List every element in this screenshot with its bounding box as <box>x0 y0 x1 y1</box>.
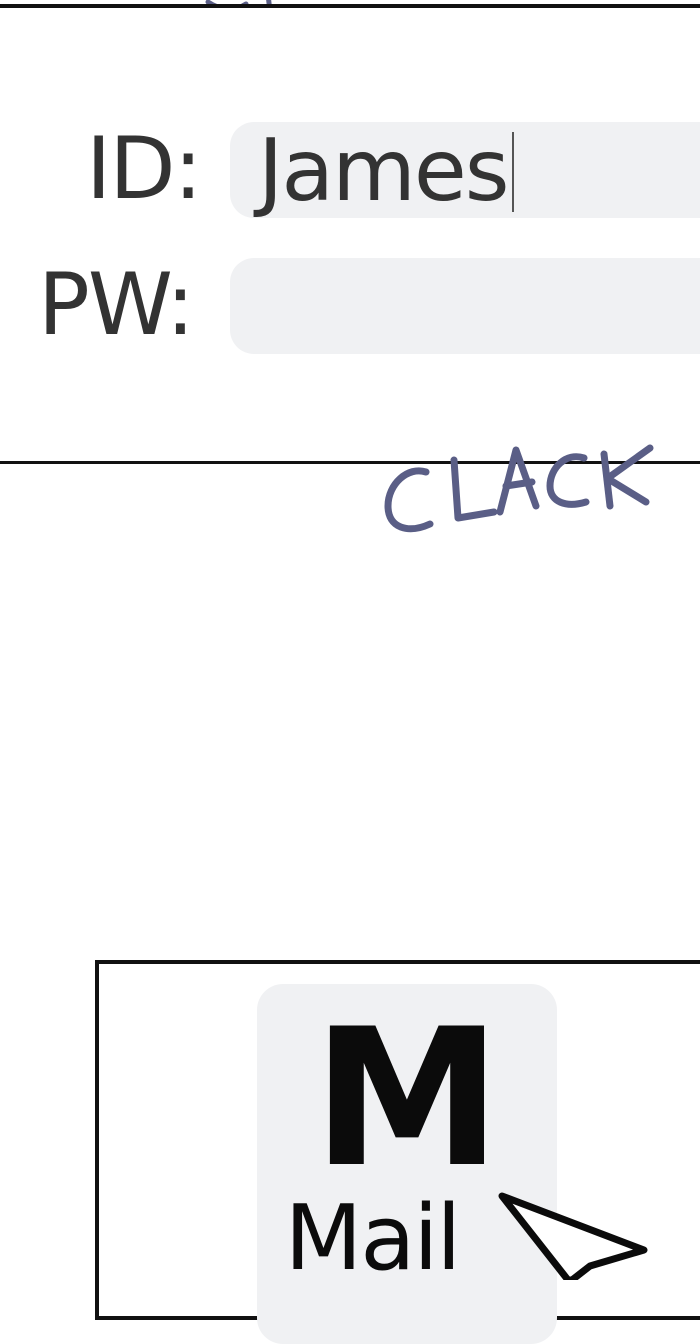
id-label: ID: <box>86 119 203 219</box>
id-input[interactable]: James <box>230 122 700 218</box>
login-panel: ID: James PW: <box>0 4 700 464</box>
pw-label: PW: <box>38 255 195 355</box>
mail-glyph: M <box>312 988 502 1209</box>
mail-app-icon[interactable]: M Mail <box>257 984 557 1344</box>
text-caret <box>511 132 514 212</box>
mail-app-label: Mail <box>284 1186 462 1291</box>
pw-input[interactable] <box>230 258 700 354</box>
app-panel: M Mail <box>95 960 700 1344</box>
id-input-value: James <box>258 128 514 214</box>
mouse-pointer-icon <box>498 1192 648 1280</box>
sfx-clack-drawing <box>384 444 654 533</box>
